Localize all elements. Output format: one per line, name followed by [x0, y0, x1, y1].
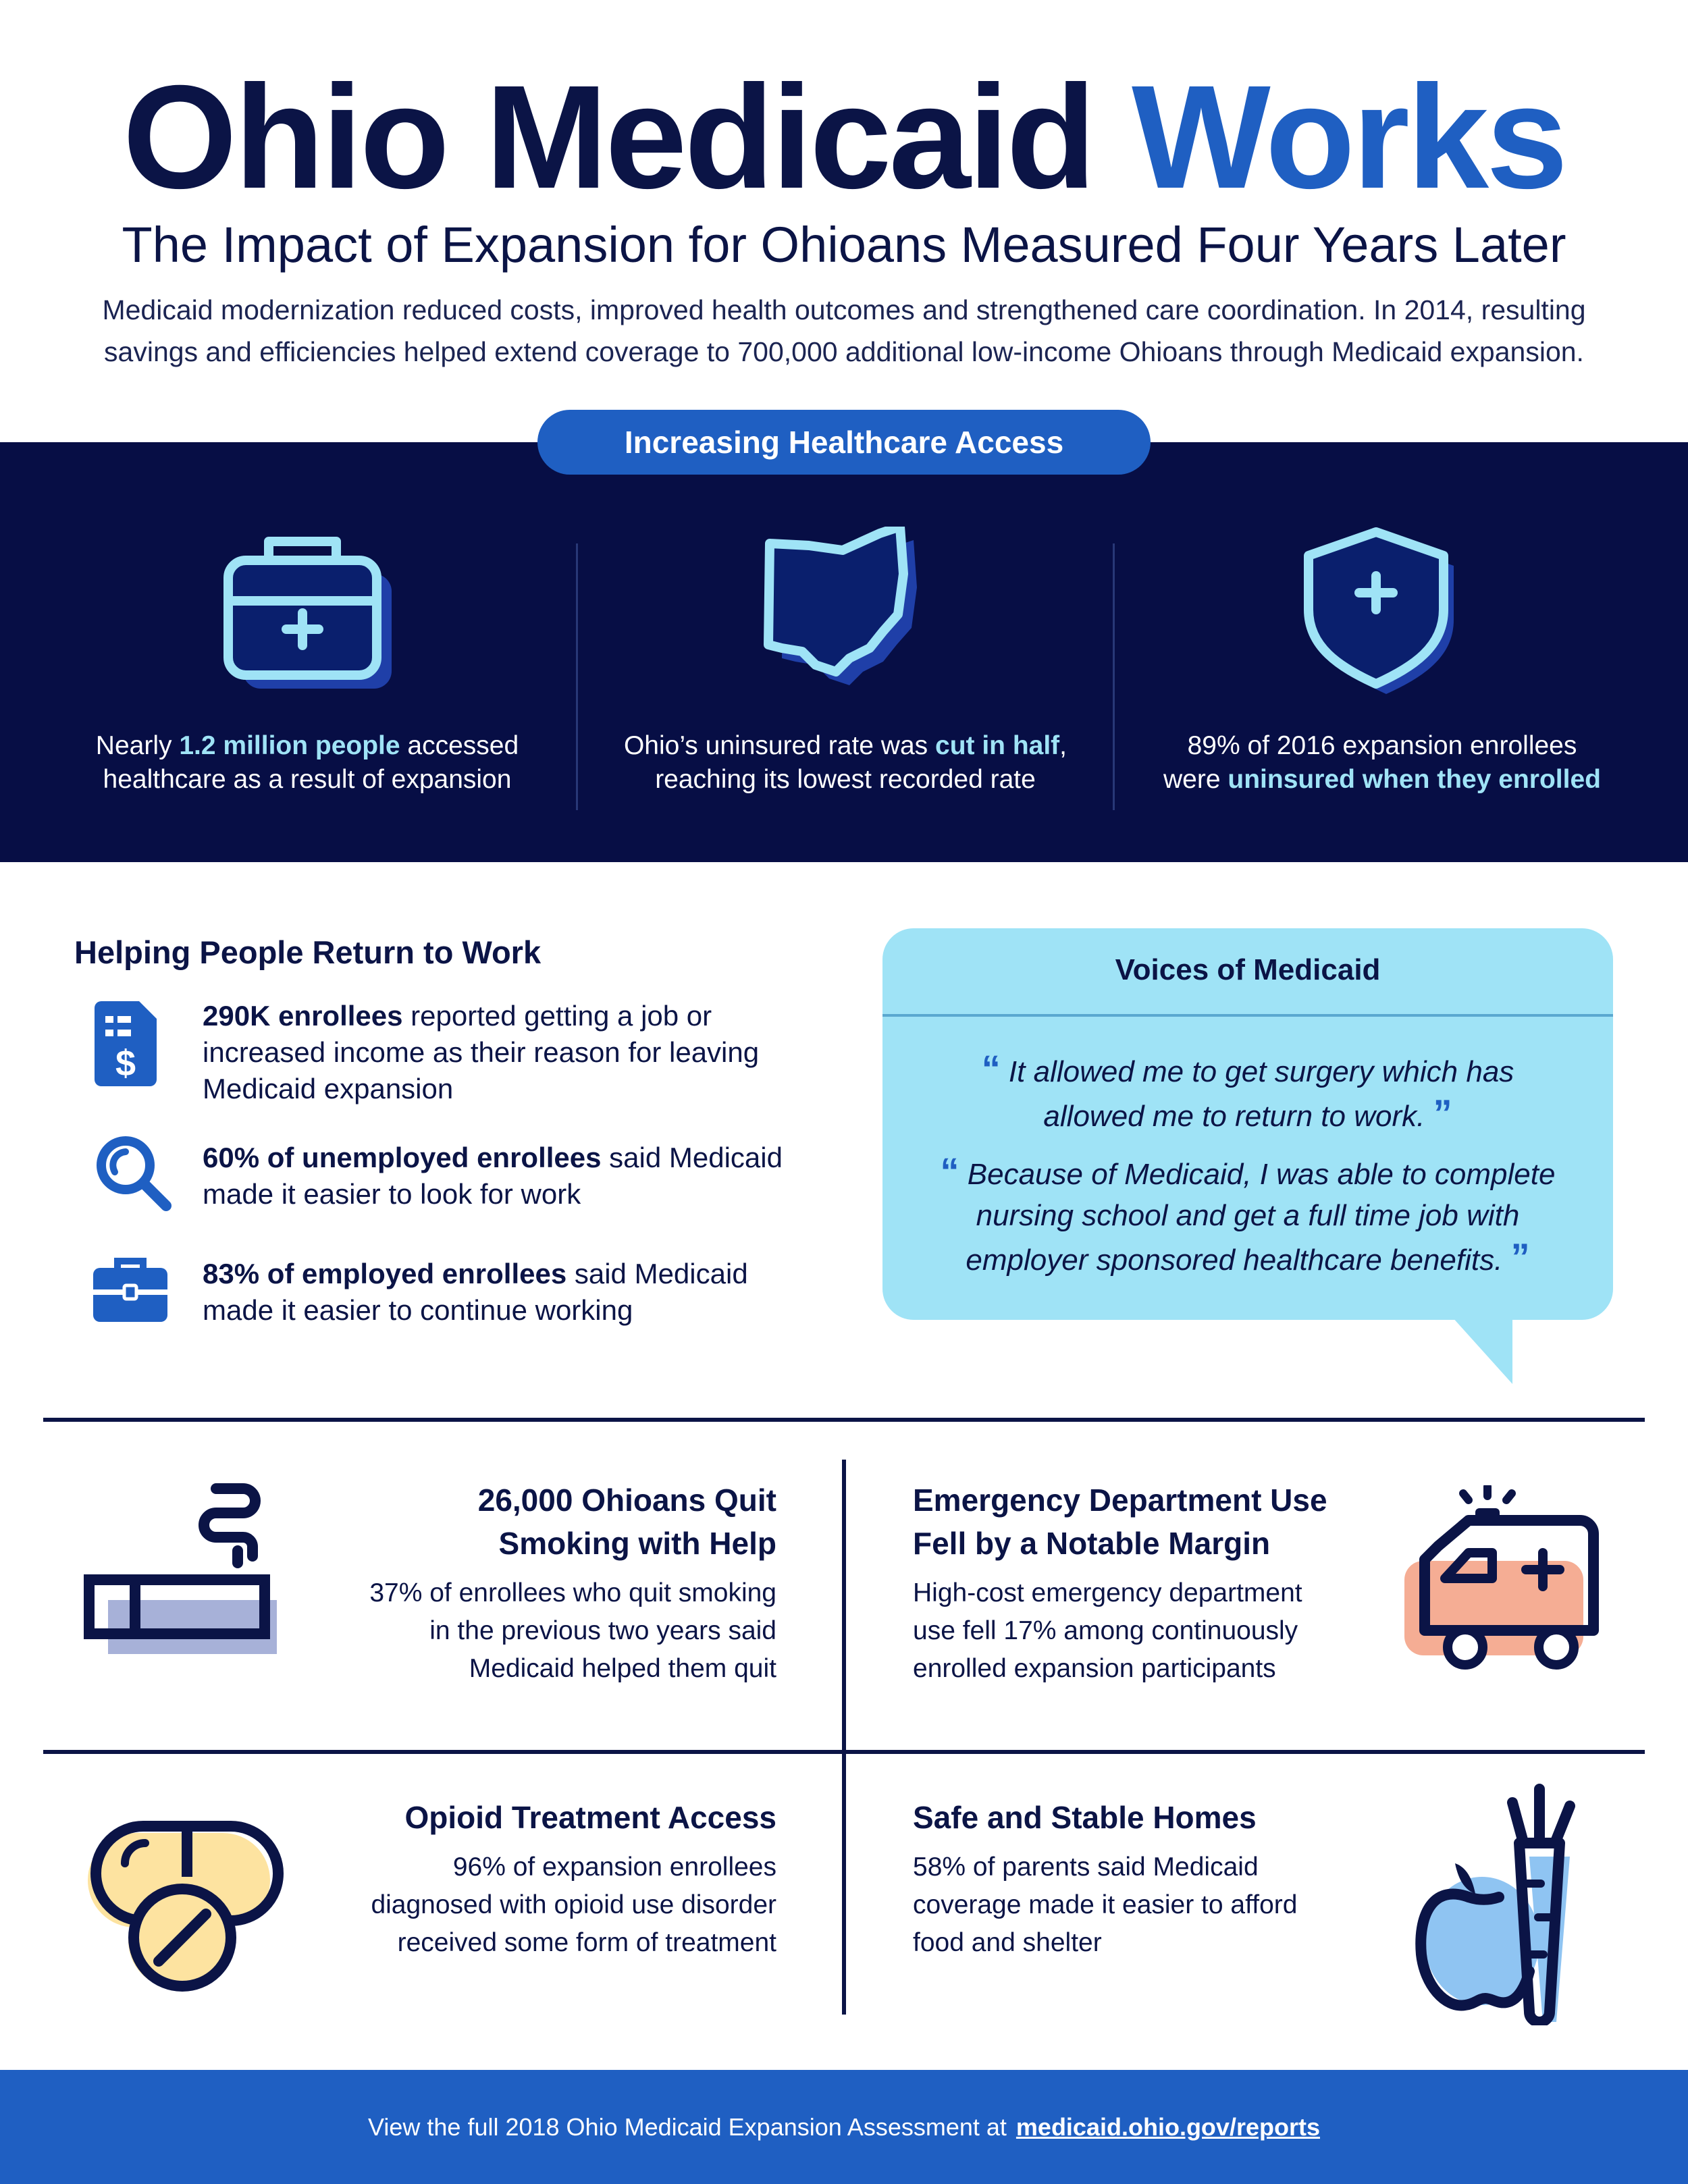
- smoking-block: 26,000 Ohioans Quit Smoking with Help 37…: [304, 1479, 776, 1688]
- stat-text: said Medicaid: [601, 1142, 783, 1173]
- homes-title: Safe and Stable Homes: [913, 1800, 1257, 1835]
- voices-bubble-tail: [1452, 1316, 1512, 1384]
- intro-line-2: savings and efficiencies helped extend c…: [104, 336, 1584, 367]
- emergency-block: Emergency Department Use Fell by a Notab…: [913, 1479, 1426, 1688]
- access-caption-1: Nearly 1.2 million people accessed healt…: [41, 729, 574, 797]
- work-stat-3: 83% of employed enrollees said Medicaid …: [203, 1256, 851, 1329]
- title-part-2: Works: [1132, 55, 1568, 219]
- close-quote-icon: ”: [1433, 1092, 1452, 1134]
- homes-line-3: food and shelter: [913, 1928, 1102, 1957]
- emergency-title-2: Fell by a Notable Margin: [913, 1526, 1271, 1561]
- footer-link[interactable]: medicaid.ohio.gov/reports: [1016, 2112, 1320, 2141]
- stat-bold: 60% of unemployed enrollees: [203, 1142, 602, 1173]
- briefcase-icon: [93, 1258, 167, 1322]
- smoking-line-2: in the previous two years said: [429, 1616, 776, 1645]
- caption-text: Nearly: [95, 731, 180, 760]
- svg-text:$: $: [115, 1043, 136, 1084]
- close-quote-icon: ”: [1510, 1235, 1530, 1278]
- work-stat-2: 60% of unemployed enrollees said Medicai…: [203, 1140, 851, 1213]
- caption-line-2: healthcare as a result of expansion: [103, 765, 512, 794]
- work-stat-1: 290K enrollees reported getting a job or…: [203, 998, 851, 1107]
- emergency-title-1: Emergency Department Use: [913, 1483, 1327, 1518]
- emergency-line-3: enrolled expansion participants: [913, 1654, 1276, 1683]
- access-caption-3: 89% of 2016 expansion enrollees were uni…: [1115, 729, 1649, 797]
- section-rule-vertical: [842, 1460, 846, 2015]
- title-part-1: Ohio Medicaid: [122, 55, 1132, 219]
- open-quote-icon: “: [981, 1047, 1001, 1090]
- opioid-line-2: diagnosed with opioid use disorder: [371, 1890, 776, 1919]
- stat-bold: 83% of employed enrollees: [203, 1258, 567, 1289]
- caption-highlight: cut in half: [935, 731, 1060, 760]
- opioid-line-3: received some form of treatment: [397, 1928, 776, 1957]
- ohio-map-icon: [764, 527, 917, 685]
- opioid-title: Opioid Treatment Access: [404, 1800, 776, 1835]
- cigarette-icon: [84, 1483, 277, 1654]
- access-divider-1: [576, 543, 578, 810]
- ambulance-icon: [1404, 1485, 1599, 1670]
- homes-line-1: 58% of parents said Medicaid: [913, 1853, 1259, 1882]
- stat-text: reported getting a job or: [402, 1000, 712, 1032]
- caption-text: Ohio’s uninsured rate was: [623, 731, 935, 760]
- document-dollar-icon: $: [95, 1001, 157, 1086]
- first-aid-kit-icon: [223, 537, 392, 689]
- emergency-line-2: use fell 17% among continuously: [913, 1616, 1298, 1645]
- voices-title: Voices of Medicaid: [1115, 953, 1381, 986]
- caption-line-2: reaching its lowest recorded rate: [655, 765, 1036, 794]
- access-pill: Increasing Healthcare Access: [537, 410, 1151, 475]
- smoking-title-1: 26,000 Ohioans Quit: [477, 1483, 776, 1518]
- smoking-line-1: 37% of enrollees who quit smoking: [369, 1578, 776, 1607]
- caption-text: ,: [1059, 731, 1067, 760]
- quote-2: “ Because of Medicaid, I was able to com…: [882, 1150, 1613, 1281]
- access-divider-2: [1113, 543, 1115, 810]
- stat-bold: 290K enrollees: [203, 1000, 403, 1032]
- caption-highlight: 1.2 million people: [179, 731, 400, 760]
- smoking-line-3: Medicaid helped them quit: [469, 1654, 776, 1683]
- intro-text: Medicaid modernization reduced costs, im…: [68, 289, 1620, 373]
- stat-line-3: Medicaid expansion: [203, 1073, 454, 1104]
- stat-line-2: increased income as their reason for lea…: [203, 1036, 760, 1068]
- voices-bubble: [882, 928, 1613, 1320]
- stat-line-2: made it easier to look for work: [203, 1178, 581, 1210]
- quote-line: It allowed me to get surgery which has: [1008, 1055, 1514, 1088]
- footer-text: View the full 2018 Ohio Medicaid Expansi…: [368, 2112, 1007, 2141]
- caption-text: accessed: [400, 731, 519, 760]
- quote-line: employer sponsored healthcare benefits.: [966, 1244, 1503, 1277]
- homes-line-2: coverage made it easier to afford: [913, 1890, 1298, 1919]
- section-rule-top: [43, 1418, 1645, 1422]
- access-caption-2: Ohio’s uninsured rate was cut in half, r…: [579, 729, 1112, 797]
- smoking-title-2: Smoking with Help: [498, 1526, 776, 1561]
- opioid-line-1: 96% of expansion enrollees: [452, 1853, 776, 1882]
- intro-line-1: Medicaid modernization reduced costs, im…: [102, 294, 1586, 325]
- quote-line: Because of Medicaid, I was able to compl…: [967, 1158, 1556, 1191]
- opioid-block: Opioid Treatment Access 96% of expansion…: [304, 1796, 776, 1962]
- work-heading: Helping People Return to Work: [74, 934, 542, 970]
- open-quote-icon: “: [940, 1150, 959, 1192]
- apple-carrot-icon: [1415, 1784, 1575, 2025]
- emergency-line-1: High-cost emergency department: [913, 1578, 1302, 1607]
- stat-line-2: made it easier to continue working: [203, 1294, 633, 1326]
- magnifier-icon: [97, 1136, 172, 1211]
- quote-line: nursing school and get a full time job w…: [976, 1199, 1520, 1232]
- caption-line-1: 89% of 2016 expansion enrollees: [1187, 731, 1577, 760]
- quote-line: allowed me to return to work.: [1043, 1100, 1425, 1133]
- page-title: Ohio Medicaid Works: [0, 64, 1688, 211]
- shield-plus-icon: [1304, 527, 1454, 694]
- homes-block: Safe and Stable Homes 58% of parents sai…: [913, 1796, 1426, 1962]
- page-subtitle: The Impact of Expansion for Ohioans Meas…: [122, 217, 1566, 273]
- voices-divider: [882, 1014, 1613, 1017]
- caption-text: were: [1163, 765, 1228, 794]
- quote-1: “ It allowed me to get surgery which has…: [882, 1048, 1613, 1137]
- caption-highlight: uninsured when they enrolled: [1228, 765, 1601, 794]
- footer: View the full 2018 Ohio Medicaid Expansi…: [0, 2070, 1688, 2184]
- pills-icon: [88, 1821, 284, 1992]
- stat-text: said Medicaid: [566, 1258, 748, 1289]
